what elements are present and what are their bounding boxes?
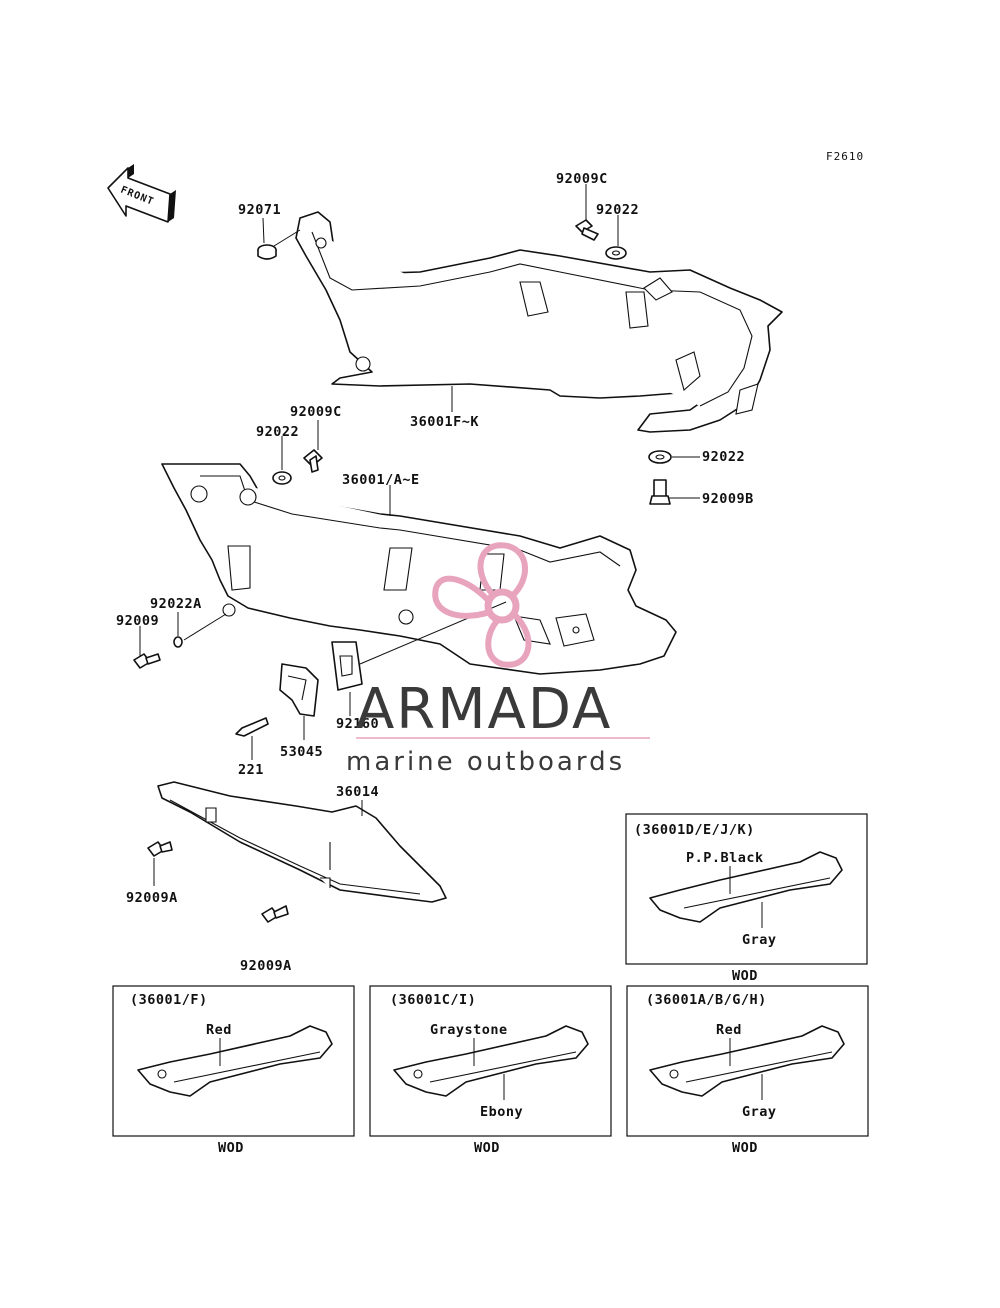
callout-92071: 92071 bbox=[238, 202, 281, 218]
callout-92009: 92009 bbox=[116, 613, 159, 629]
variant-color-bottom: Ebony bbox=[480, 1104, 523, 1120]
variant-color-top: Graystone bbox=[430, 1022, 508, 1038]
grommet-92071-icon bbox=[257, 244, 277, 260]
leader-lines bbox=[139, 184, 700, 886]
callout-36001ae: 36001/A~E bbox=[342, 472, 420, 488]
variant-box-36001ci: (36001C/I) Graystone Ebony WOD bbox=[369, 985, 612, 1156]
callout-36014: 36014 bbox=[336, 784, 379, 800]
variant-title: (36001D/E/J/K) bbox=[634, 822, 755, 838]
washer-92022-mid-icon bbox=[272, 471, 292, 485]
variant-title: (36001C/I) bbox=[390, 992, 476, 1008]
washer-92022-right-icon bbox=[648, 450, 672, 464]
propeller-logo-icon bbox=[432, 542, 532, 668]
variant-box-36001dejk: (36001D/E/J/K) P.P.Black Gray WOD bbox=[625, 813, 868, 984]
variant-color-bottom: Gray bbox=[742, 932, 777, 948]
bolt-92009c-top-icon bbox=[575, 219, 599, 241]
armada-watermark: ARMADA marine outboards bbox=[346, 542, 650, 777]
watermark-tagline: marine outboards bbox=[346, 747, 625, 777]
lower-side-cover bbox=[161, 463, 677, 675]
bolt-92009a-bottom-icon bbox=[261, 905, 289, 923]
bolt-92009-icon bbox=[133, 653, 161, 669]
callout-92009a-left: 92009A bbox=[126, 890, 178, 906]
variant-color-top: P.P.Black bbox=[686, 850, 764, 866]
variant-footer: WOD bbox=[474, 1140, 500, 1156]
washer-92022-top-icon bbox=[605, 246, 627, 260]
variant-box-36001f: (36001/F) Red WOD bbox=[112, 985, 355, 1156]
variant-box-36001abgh: (36001A/B/G/H) Red Gray WOD bbox=[626, 985, 869, 1156]
callout-92009b: 92009B bbox=[702, 491, 754, 507]
variant-footer: WOD bbox=[732, 968, 758, 984]
figure-code: F2610 bbox=[826, 150, 864, 163]
variant-title: (36001A/B/G/H) bbox=[646, 992, 767, 1008]
under-cover-36014 bbox=[157, 781, 447, 903]
variant-footer: WOD bbox=[732, 1140, 758, 1156]
callout-92009c-top: 92009C bbox=[556, 171, 608, 187]
watermark-brand: ARMADA bbox=[356, 677, 612, 742]
callout-36001fk: 36001F~K bbox=[410, 414, 479, 430]
callout-92009c-mid: 92009C bbox=[290, 404, 342, 420]
bolt-92009a-left-icon bbox=[147, 841, 173, 857]
callout-92022-mid: 92022 bbox=[256, 424, 299, 440]
screw-221-icon bbox=[235, 717, 269, 737]
variant-color-top: Red bbox=[716, 1022, 742, 1038]
front-arrow-icon: FRONT bbox=[107, 164, 176, 223]
variant-color-bottom: Gray bbox=[742, 1104, 777, 1120]
callout-221: 221 bbox=[238, 762, 264, 778]
callout-92160: 92160 bbox=[336, 716, 379, 732]
upper-side-cover bbox=[295, 211, 783, 433]
callout-92022-top: 92022 bbox=[596, 202, 639, 218]
callout-92009a-bottom: 92009A bbox=[240, 958, 292, 974]
bolt-92009b-icon bbox=[649, 479, 671, 505]
variant-title: (36001/F) bbox=[130, 992, 208, 1008]
callout-92022a: 92022A bbox=[150, 596, 202, 612]
bolt-92009c-mid-icon bbox=[303, 449, 323, 473]
variant-footer: WOD bbox=[218, 1140, 244, 1156]
callout-labels: 92071 92009C 92022 36001F~K 92022 92009B… bbox=[116, 171, 754, 974]
bracket-53045-icon bbox=[279, 663, 319, 717]
clip-92160-icon bbox=[331, 641, 363, 691]
callout-53045: 53045 bbox=[280, 744, 323, 760]
variant-color-top: Red bbox=[206, 1022, 232, 1038]
callout-92022-right: 92022 bbox=[702, 449, 745, 465]
washer-92022a-icon bbox=[173, 636, 183, 648]
